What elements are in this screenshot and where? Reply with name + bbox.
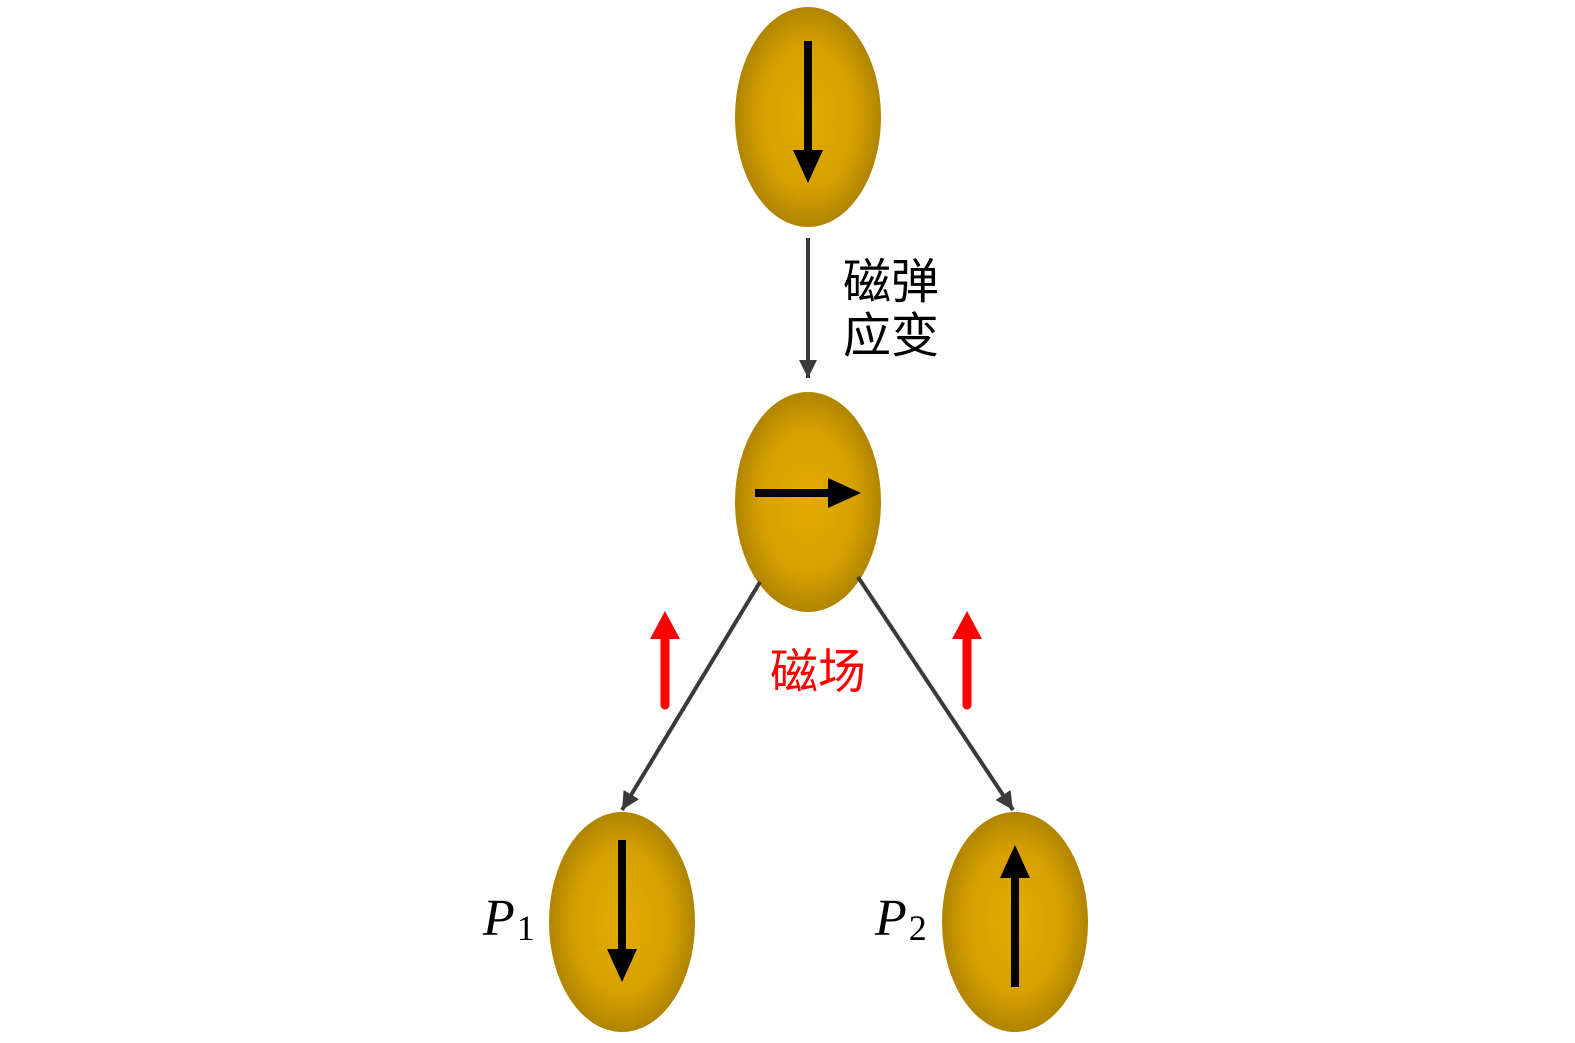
magnetization-arrow-p1 (607, 840, 637, 982)
magnet-arrow-head (828, 478, 861, 508)
magnet-arrow-head (1000, 845, 1030, 878)
strain-label-line1: 磁弹 (843, 254, 939, 310)
magnetization-arrow-initial (793, 41, 823, 183)
magnetization-arrow-p2 (1000, 845, 1030, 987)
state-p1-subscript: 1 (517, 908, 535, 948)
state-p1-letter: P (482, 890, 515, 947)
magnet-arrow-head (607, 949, 637, 982)
strain-label-line2: 应变 (843, 308, 939, 364)
field-arrow-head (952, 611, 982, 639)
state-label-p1: P1 (482, 890, 535, 948)
magnetic-field-label: 磁场 (770, 644, 866, 700)
field-arrow-right (952, 611, 982, 710)
field-arrow-head (650, 611, 680, 639)
state-p2-subscript: 2 (909, 908, 927, 948)
field-arrow-left (650, 611, 680, 710)
transition-arrow-to-p2 (856, 575, 1015, 812)
magnet-intermediate (735, 392, 881, 612)
transition-arrow-to-p1 (620, 580, 762, 812)
magnet-arrow-head (793, 150, 823, 183)
state-label-p2: P2 (874, 890, 927, 948)
state-p2-letter: P (874, 890, 907, 947)
magnetization-arrow-intermediate (755, 478, 861, 508)
